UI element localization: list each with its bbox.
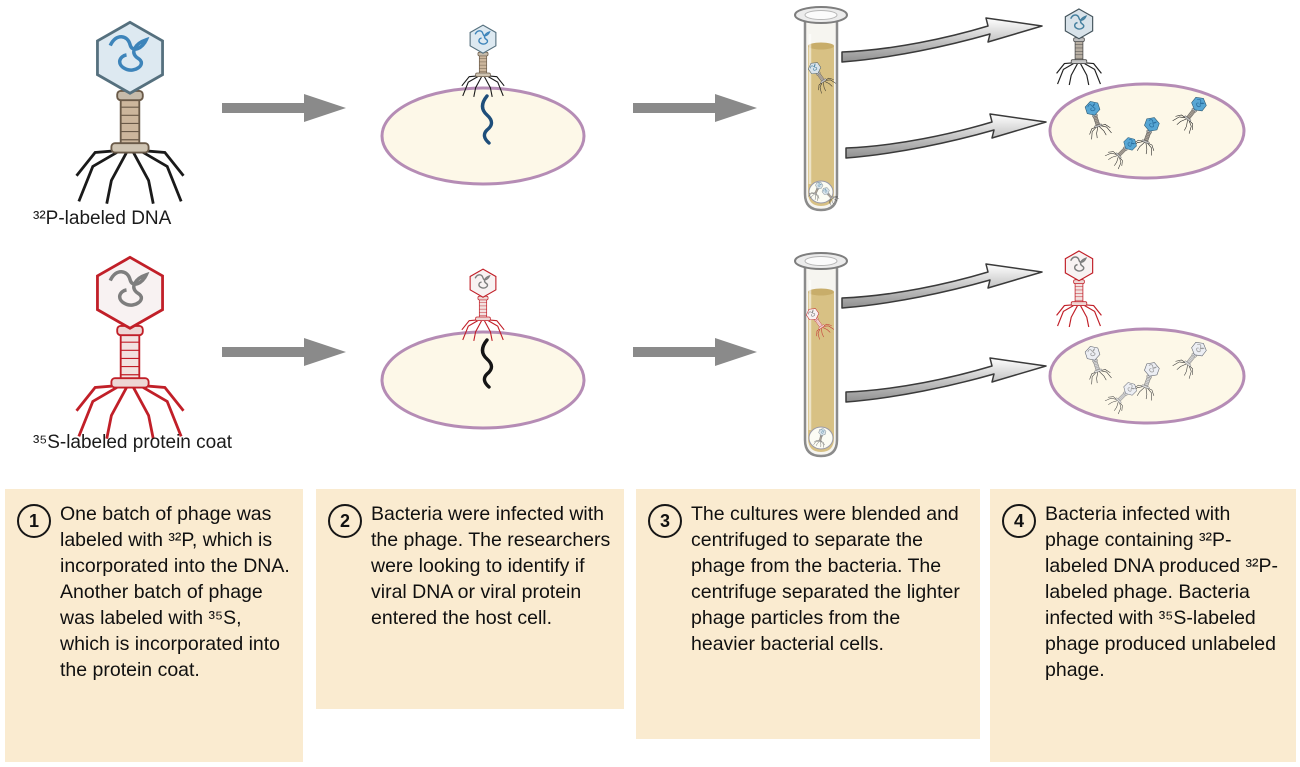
step-box-2: 2 Bacteria were infected with the phage.…: [316, 489, 624, 709]
step-number-4: 4: [1002, 504, 1036, 538]
centrifuge-tube-35s-icon: [794, 252, 848, 458]
curved-arrow-pellet-icon: [845, 357, 1047, 403]
label-32p: ³²P-labeled DNA: [33, 208, 172, 229]
step-box-1: 1 One batch of phage was labeled with ³²…: [5, 489, 303, 762]
step-text-2: Bacteria were infected with the phage. T…: [371, 503, 611, 629]
result-cell-32p-labeled-phage: [1048, 82, 1246, 180]
step-number-2: 2: [328, 504, 362, 538]
curved-arrow-pellet-icon: [845, 113, 1047, 159]
result-cell-unlabeled-phage: [1048, 327, 1246, 425]
bacterial-pellet: [808, 180, 834, 204]
step-box-3: 3 The cultures were blended and centrifu…: [636, 489, 980, 739]
step-box-4: 4 Bacteria infected with phage containin…: [990, 489, 1296, 762]
arrow-right-icon: [633, 94, 757, 122]
centrifuge-tube-32p-icon: [794, 6, 848, 212]
label-35s: ³⁵S-labeled protein coat: [33, 432, 233, 453]
step-number-3: 3: [648, 504, 682, 538]
infecting-phage-35s-icon: [461, 268, 505, 342]
step-text-3: The cultures were blended and centrifuge…: [691, 503, 960, 655]
step-text-1: One batch of phage was labeled with ³²P,…: [60, 503, 290, 681]
curved-arrow-supernatant-icon: [841, 17, 1043, 63]
injected-dna-squiggle-32p: [480, 94, 494, 145]
step-number-1: 1: [17, 504, 51, 538]
infecting-phage-32p-icon: [461, 24, 505, 98]
step-text-4: Bacteria infected with phage containing …: [1045, 503, 1279, 681]
arrow-right-icon: [222, 338, 346, 366]
phage-32p-icon: [74, 20, 186, 206]
arrow-right-icon: [633, 338, 757, 366]
injected-dna-squiggle-35s: [480, 338, 494, 389]
released-phage-coat-icon: [1055, 8, 1103, 86]
arrow-right-icon: [222, 94, 346, 122]
phage-35s-icon: [74, 255, 186, 441]
curved-arrow-supernatant-icon: [841, 263, 1043, 309]
released-phage-35s-icon: [1055, 250, 1103, 328]
